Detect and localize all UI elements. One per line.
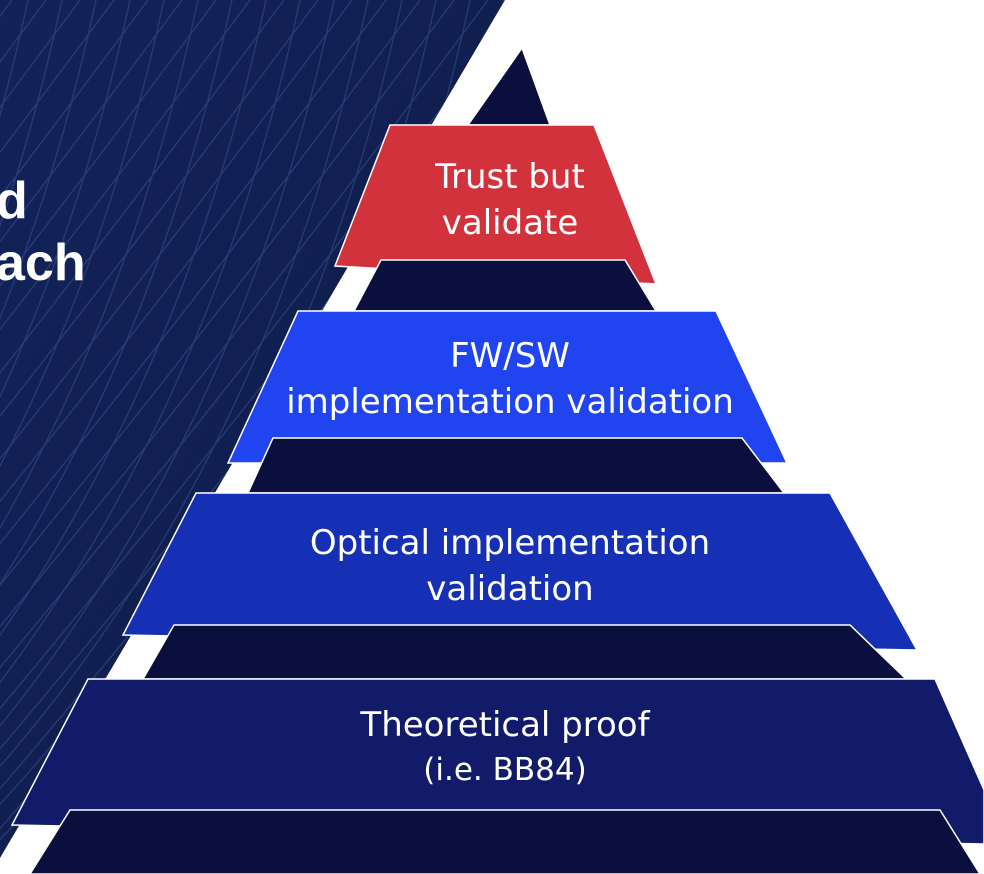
lattice-line xyxy=(0,0,455,858)
pyramid-tier-trust: Trust but validate xyxy=(333,124,658,312)
lattice-line xyxy=(0,0,131,858)
lattice-line xyxy=(0,0,165,858)
tier-theory-label-line1: Theoretical proof xyxy=(359,705,650,745)
lattice-line xyxy=(0,0,199,858)
pyramid-apex xyxy=(466,46,552,126)
tier-optical-base xyxy=(141,624,908,680)
tier-trust-label-line1: Trust but xyxy=(434,157,585,197)
lattice-line xyxy=(0,0,63,858)
tier-fwsw-label-line2: implementation validation xyxy=(286,382,734,422)
pyramid: Trust but validate FW/SW implementation … xyxy=(10,46,984,874)
lattice-line xyxy=(0,0,301,858)
lattice-line xyxy=(0,0,335,858)
lattice-line xyxy=(0,0,183,858)
tier-fwsw-base xyxy=(246,437,786,494)
tier-optical-label-line1: Optical implementation xyxy=(310,523,710,563)
tier-trust-base xyxy=(352,259,658,312)
slide-title-line1: d xyxy=(0,172,28,230)
lattice-line xyxy=(0,0,251,858)
lattice-line xyxy=(0,0,149,858)
lattice-line xyxy=(0,0,233,858)
lattice-line xyxy=(0,0,97,858)
pyramid-tier-theory: Theoretical proof (i.e. BB84) xyxy=(10,678,984,874)
tier-theory-base xyxy=(29,809,981,874)
lattice-line xyxy=(0,0,369,858)
lattice-line xyxy=(0,0,421,858)
lattice-line xyxy=(0,0,115,858)
tier-fwsw-label-line1: FW/SW xyxy=(450,336,570,376)
tier-theory-band xyxy=(10,678,984,845)
lattice-line xyxy=(0,0,353,858)
lattice-line xyxy=(0,0,217,858)
lattice-line xyxy=(0,0,285,858)
tier-trust-label-line2: validate xyxy=(442,203,579,243)
tier-theory-label-line2: (i.e. BB84) xyxy=(423,752,586,788)
pyramid-tier-fwsw: FW/SW implementation validation xyxy=(226,310,789,494)
tier-trust-band xyxy=(333,124,658,285)
lattice-line xyxy=(0,0,387,858)
tier-optical-band xyxy=(121,492,919,651)
tier-fwsw-band xyxy=(226,310,789,464)
lattice-line xyxy=(0,0,267,858)
lattice-line xyxy=(0,0,319,858)
tier-optical-label-line2: validation xyxy=(426,569,593,609)
pyramid-tier-optical: Optical implementation validation xyxy=(121,492,919,680)
slide-title-line2: ach xyxy=(0,234,86,292)
lattice-line xyxy=(0,0,489,858)
